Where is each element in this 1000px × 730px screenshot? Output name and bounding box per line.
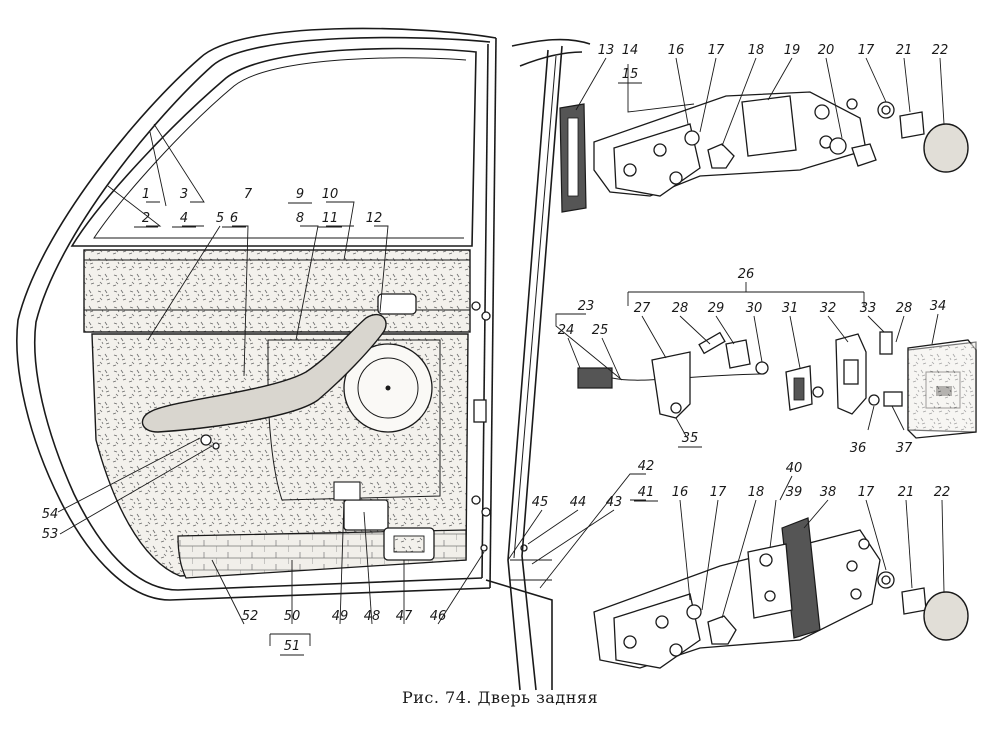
callout-23: 23: [578, 299, 595, 314]
callout-48: 48: [364, 609, 381, 624]
callout-35: 35: [682, 431, 699, 446]
callout-18: 18: [748, 43, 765, 58]
callout-52: 52: [242, 609, 259, 624]
callout-17: 17: [710, 485, 727, 500]
callout-14: 14: [622, 43, 639, 58]
callout-37: 37: [896, 441, 913, 456]
callout-8: 8: [296, 211, 304, 226]
hinge-cap-lower: [923, 591, 969, 641]
callout-3: 3: [180, 187, 188, 202]
callout-42: 42: [638, 459, 655, 474]
callout-9: 9: [296, 187, 304, 202]
callout-39: 39: [786, 485, 803, 500]
callout-25: 25: [592, 323, 609, 338]
callout-7: 7: [244, 187, 253, 202]
callout-54: 54: [42, 507, 59, 522]
callout-43: 43: [606, 495, 623, 510]
callout-4: 4: [180, 211, 188, 226]
callout-16: 16: [668, 43, 685, 58]
callout-5: 5: [216, 211, 224, 226]
callout-51: 51: [284, 639, 301, 654]
callout-16: 16: [672, 485, 689, 500]
callout-17: 17: [708, 43, 725, 58]
callout-20: 20: [818, 43, 835, 58]
callout-32: 32: [820, 301, 837, 316]
upper-hinge-assembly: [559, 91, 969, 213]
callout-15: 15: [622, 67, 639, 82]
door-window: [70, 47, 477, 247]
callout-45: 45: [532, 495, 549, 510]
callout-47: 47: [396, 609, 413, 624]
armrest: [141, 313, 387, 433]
lower-hinge-assembly: [593, 517, 969, 669]
upper-trim-band: [83, 249, 471, 333]
callout-18: 18: [748, 485, 765, 500]
callout-1: 1: [142, 187, 150, 202]
callout-49: 49: [332, 609, 349, 624]
callout-33: 33: [860, 301, 877, 316]
callout-10: 10: [322, 187, 339, 202]
callout-30: 30: [746, 301, 763, 316]
callout-11: 11: [322, 211, 339, 226]
callout-6: 6: [230, 211, 238, 226]
callout-22: 22: [934, 485, 951, 500]
callout-29: 29: [708, 301, 725, 316]
window-handle-recess: [343, 499, 389, 531]
leader-lines: [57, 57, 945, 646]
callout-13: 13: [598, 43, 615, 58]
callout-41: 41: [638, 485, 655, 500]
callout-44: 44: [570, 495, 587, 510]
callout-31: 31: [782, 301, 799, 316]
callout-40: 40: [786, 461, 803, 476]
callout-38: 38: [820, 485, 837, 500]
callout-17: 17: [858, 485, 875, 500]
inner-handle: [377, 293, 417, 315]
callout-50: 50: [284, 609, 301, 624]
callout-2: 2: [142, 211, 150, 226]
callout-46: 46: [430, 609, 447, 624]
callout-28: 28: [896, 301, 913, 316]
callout-19: 19: [784, 43, 801, 58]
callout-12: 12: [366, 211, 383, 226]
callout-53: 53: [42, 527, 59, 542]
callout-21: 21: [898, 485, 915, 500]
callout-26: 26: [738, 267, 755, 282]
callout-36: 36: [850, 441, 867, 456]
door-frame: [16, 27, 497, 601]
figure-caption: Рис. 74. Дверь задняя: [401, 688, 599, 707]
hinge-cap-upper: [923, 123, 969, 173]
callout-24: 24: [558, 323, 575, 338]
callout-22: 22: [932, 43, 949, 58]
callout-21: 21: [896, 43, 913, 58]
callout-17: 17: [858, 43, 875, 58]
callout-27: 27: [634, 301, 651, 316]
lock-mechanism: [577, 331, 977, 439]
callout-34: 34: [930, 299, 947, 314]
callout-28: 28: [672, 301, 689, 316]
